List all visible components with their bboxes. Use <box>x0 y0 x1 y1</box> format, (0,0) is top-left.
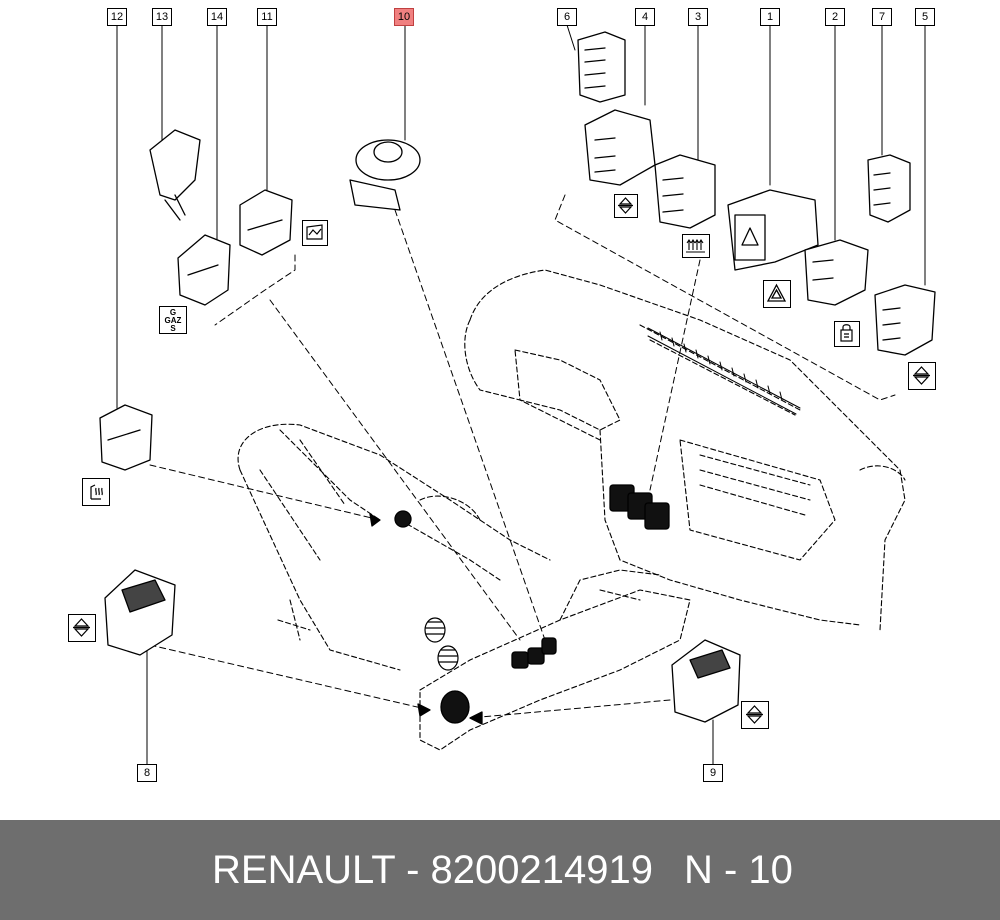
part-reference: RENAULT - 8200214919 <box>212 848 654 892</box>
switch-part-10 <box>349 139 421 211</box>
callout-3: 3 <box>688 8 708 26</box>
parts-diagram: 12 13 14 11 10 6 4 3 1 2 7 5 8 9 G GAZ S <box>68 8 936 782</box>
callout-7: 7 <box>872 8 892 26</box>
center-console <box>419 569 691 751</box>
item-number: N - 10 <box>684 848 793 892</box>
window-up-down-icon <box>741 701 769 729</box>
switch-part-12 <box>99 404 153 471</box>
switch-part-6 <box>577 31 626 103</box>
switch-part-2 <box>804 239 869 306</box>
window-up-down-icon <box>614 194 638 218</box>
rear-defrost-icon <box>682 234 710 258</box>
window-up-down-icon <box>68 614 96 642</box>
switch-part-8 <box>104 569 176 656</box>
callout-1: 1 <box>760 8 780 26</box>
switch-part-3 <box>654 154 716 229</box>
callout-14: 14 <box>207 8 227 26</box>
switch-part-7 <box>867 154 911 223</box>
callout-10: 10 <box>394 8 414 26</box>
callout-5: 5 <box>915 8 935 26</box>
gaz-line-1: G <box>169 308 177 317</box>
dash-switches <box>609 484 670 530</box>
callout-11: 11 <box>257 8 277 26</box>
console-switches <box>394 510 557 724</box>
gaz-selector-icon: G GAZ S <box>159 306 187 334</box>
switch-part-13 <box>149 129 201 221</box>
gaz-line-3: S <box>170 324 176 333</box>
seat-outline <box>237 423 551 671</box>
arrows <box>369 513 483 725</box>
seat-knobs <box>424 617 459 671</box>
gaz-line-2: GAZ <box>164 316 182 325</box>
callout-6: 6 <box>557 8 577 26</box>
dashboard-outline <box>464 269 906 631</box>
mirror-defrost-icon <box>302 220 328 246</box>
callout-9: 9 <box>703 764 723 782</box>
leader-lines <box>149 194 896 719</box>
callout-2: 2 <box>825 8 845 26</box>
hazard-warning-icon <box>763 280 791 308</box>
callout-4: 4 <box>635 8 655 26</box>
switch-part-14 <box>177 234 231 306</box>
child-lock-icon <box>834 321 860 347</box>
seat-heater-icon <box>82 478 110 506</box>
callout-12: 12 <box>107 8 127 26</box>
footer-banner: RENAULT - 8200214919 N - 10 <box>0 820 1000 920</box>
switch-part-9 <box>671 639 741 723</box>
switch-part-11 <box>239 189 293 256</box>
switch-part-5 <box>874 284 936 356</box>
callout-leaders <box>116 24 926 766</box>
parts-illustration <box>99 24 936 766</box>
callout-13: 13 <box>152 8 172 26</box>
vent-grille <box>647 327 801 415</box>
callout-8: 8 <box>137 764 157 782</box>
switch-part-4 <box>584 109 656 186</box>
window-up-down-icon <box>908 362 936 390</box>
switch-part-1 <box>727 189 819 271</box>
